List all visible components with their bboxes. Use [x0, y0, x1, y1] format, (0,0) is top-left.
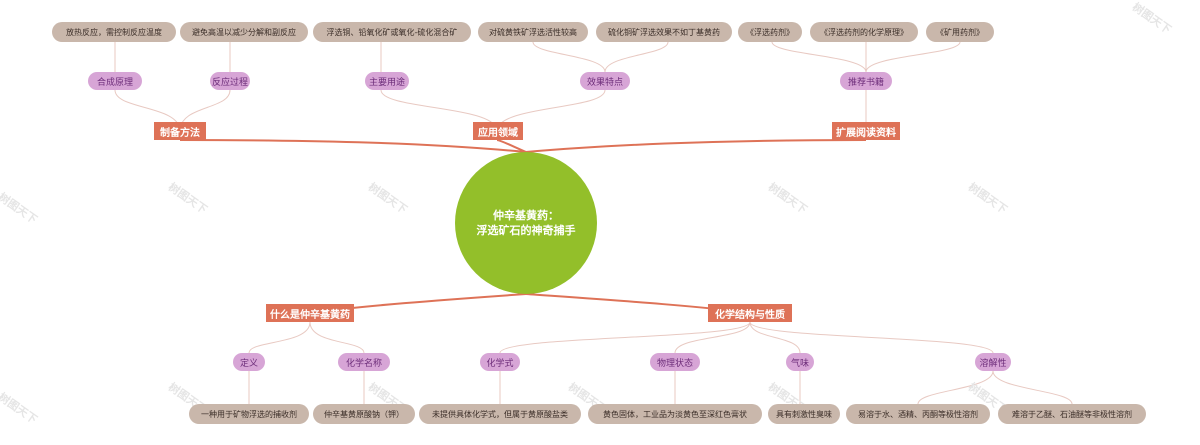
sub-reaction-process[interactable]: 反应过程: [210, 72, 250, 90]
link-effect-leaf-2: [604, 41, 669, 73]
sub-recommended-books[interactable]: 推荐书籍: [840, 72, 892, 90]
branch-what-is[interactable]: 什么是仲辛基黄药: [266, 304, 354, 322]
link-struct-odor: [749, 321, 801, 354]
sub-odor[interactable]: 气味: [786, 353, 814, 371]
leaf-book-2[interactable]: 《浮选药剂的化学原理》: [810, 22, 918, 42]
branch-prep-method[interactable]: 制备方法: [154, 122, 206, 140]
leaf-book-3[interactable]: 《矿用药剂》: [926, 22, 994, 42]
leaf-chemname-text[interactable]: 仲辛基黄原酸钠（钾）: [313, 404, 415, 424]
link-struct-physical: [674, 321, 751, 354]
branch-structure-properties[interactable]: 化学结构与性质: [708, 304, 792, 322]
link-what-chemname: [309, 321, 365, 354]
branch-applications[interactable]: 应用领域: [473, 122, 523, 140]
sub-effect-features[interactable]: 效果特点: [580, 72, 630, 90]
link-root-prep: [179, 139, 527, 153]
sub-synthesis-principle[interactable]: 合成原理: [88, 72, 142, 90]
leaf-effect-text-1[interactable]: 对硫黄铁矿浮选活性较高: [478, 22, 588, 42]
link-books-leaf-1: [771, 41, 867, 73]
sub-physical-state[interactable]: 物理状态: [650, 353, 700, 371]
branch-extended-reading[interactable]: 扩展阅读资料: [832, 122, 900, 140]
link-books-leaf-3: [865, 41, 961, 73]
leaf-formula-text[interactable]: 未提供具体化学式，但属于黄原酸盐类: [419, 404, 581, 424]
sub-main-uses[interactable]: 主要用途: [365, 72, 409, 90]
sub-definition[interactable]: 定义: [233, 353, 265, 371]
leaf-uses-text[interactable]: 浮选铜、铅氧化矿或氧化-硫化混合矿: [313, 22, 471, 42]
link-struct-formula: [499, 321, 751, 354]
leaf-process-text[interactable]: 避免高温以减少分解和副反应: [180, 22, 308, 42]
sub-chemical-formula[interactable]: 化学式: [480, 353, 520, 371]
link-effect-leaf-1: [532, 41, 606, 73]
leaf-synthesis-text[interactable]: 放热反应，需控制反应温度: [52, 22, 176, 42]
link-solubility-leaf-2: [992, 370, 1073, 405]
leaf-effect-text-2[interactable]: 硫化铜矿浮选效果不如丁基黄药: [596, 22, 732, 42]
sub-chemical-name[interactable]: 化学名称: [338, 353, 390, 371]
leaf-solubility-text-2[interactable]: 难溶于乙醚、石油醚等非极性溶剂: [998, 404, 1146, 424]
sub-solubility[interactable]: 溶解性: [975, 353, 1011, 371]
link-solubility-leaf-1: [917, 370, 994, 405]
link-root-apps: [496, 139, 527, 153]
leaf-definition-text[interactable]: 一种用于矿物浮选的捕收剂: [189, 404, 309, 424]
link-root-reading: [525, 139, 867, 153]
leaf-solubility-text-1[interactable]: 易溶于水、酒精、丙酮等极性溶剂: [846, 404, 990, 424]
leaf-odor-text[interactable]: 具有刺激性臭味: [768, 404, 840, 424]
link-what-definition: [248, 321, 311, 354]
leaf-physical-text[interactable]: 黄色固体，工业品为淡黄色至深红色膏状: [588, 404, 762, 424]
link-struct-solubility: [749, 321, 994, 354]
leaf-book-1[interactable]: 《浮选药剂》: [738, 22, 802, 42]
root-topic[interactable]: 仲辛基黄药： 浮选矿石的神奇捕手: [455, 152, 597, 294]
